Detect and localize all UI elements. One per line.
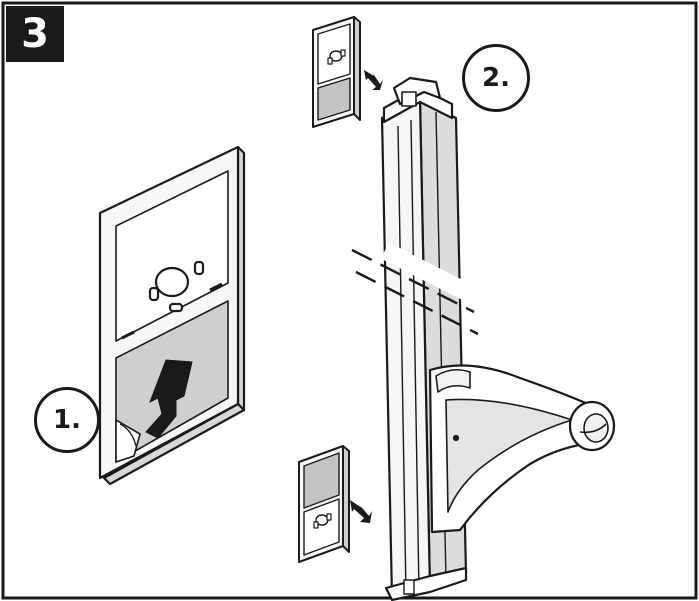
plate-peg: [193, 260, 205, 276]
plate-peg: [168, 302, 184, 313]
peel-corner: [115, 419, 141, 463]
adhesive-pad-bottom: [298, 445, 350, 563]
arrow-right-icon: [364, 70, 383, 90]
adhesive-pad-top: [312, 16, 361, 128]
holder-arm: [428, 364, 616, 534]
mounting-plate: [98, 145, 246, 486]
peel-direction-arrow: [145, 359, 193, 439]
rail-break-marks: [351, 248, 479, 336]
plate-peg: [148, 286, 160, 302]
arrow-right-icon: [350, 500, 372, 523]
callout-step-1: 1.: [34, 387, 100, 453]
callout-step-2: 2.: [462, 44, 530, 112]
step-number-badge: 3: [6, 6, 64, 62]
center-hole: [154, 266, 190, 298]
